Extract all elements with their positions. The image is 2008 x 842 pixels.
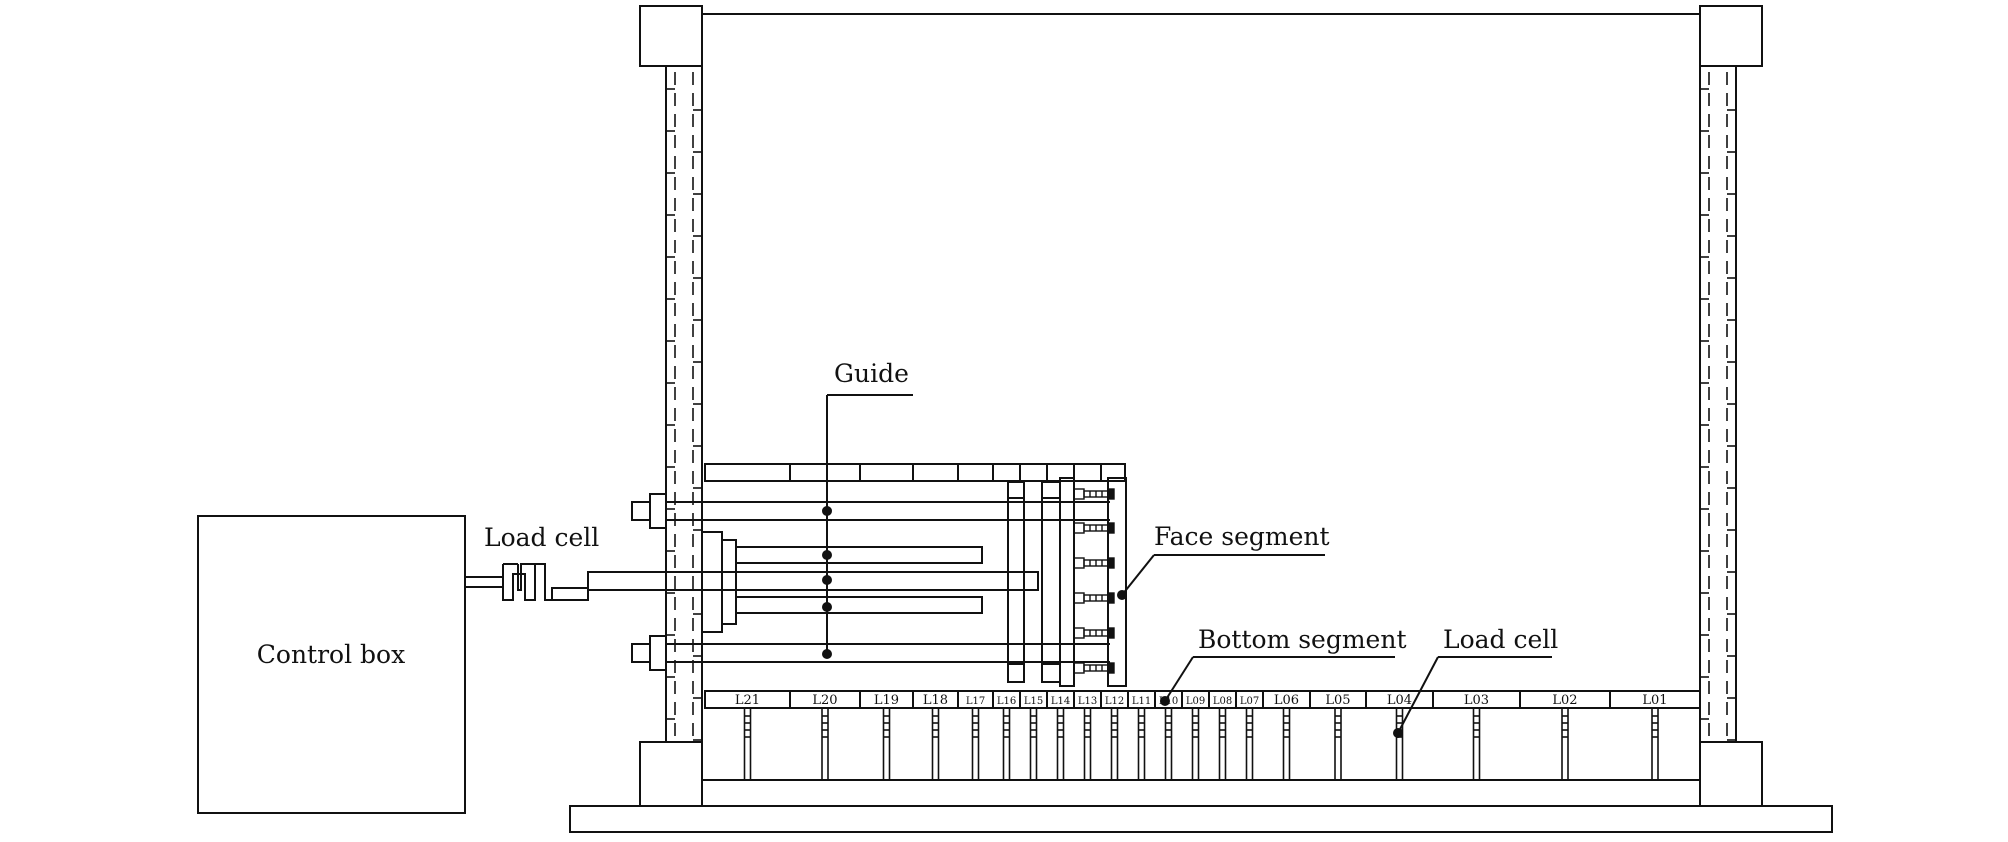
- push-plate-hub: [721, 539, 737, 625]
- guide-frame-1: [1007, 481, 1025, 683]
- right-foot-block: [1699, 741, 1763, 807]
- face-bracket: [1059, 477, 1075, 687]
- bottom-cell-label: L06: [1274, 693, 1299, 708]
- upper-short-rod: [735, 546, 983, 564]
- load-cell-left-label: Load cell: [484, 523, 599, 552]
- upper-rod-assembly: [631, 493, 1110, 529]
- bottom-segment-leader: [1164, 656, 1194, 702]
- bottom-cell-dividers: [789, 691, 1611, 708]
- bottom-cell-label: L04: [1387, 693, 1412, 708]
- guide-frame-steps: [1008, 497, 1060, 665]
- lower-rod-assembly: [631, 635, 1110, 671]
- bottom-cell-label: L20: [812, 693, 837, 708]
- bottom-cell-label: L02: [1552, 693, 1577, 708]
- lower-short-rod: [735, 596, 983, 614]
- bottom-cell-label: L21: [735, 693, 760, 708]
- bottom-cell-label: L11: [1132, 696, 1151, 707]
- load-cell-right-leader: [1397, 656, 1439, 734]
- bottom-cell-label: L14: [1051, 696, 1070, 707]
- bottom-cell-label: L09: [1186, 696, 1205, 707]
- guide-frame-2: [1041, 481, 1061, 683]
- push-plate: [701, 531, 723, 633]
- control-box-label: Control box: [257, 640, 405, 669]
- bottom-cell-label: L18: [923, 693, 948, 708]
- bottom-cell-label: L17: [966, 696, 985, 707]
- left-cap-block: [639, 5, 703, 67]
- bottom-cell-label: L08: [1213, 696, 1232, 707]
- bottom-cell-label: L15: [1024, 696, 1043, 707]
- load-cell-right-label: Load cell: [1443, 625, 1558, 654]
- control-box: [197, 515, 466, 814]
- bottom-cell-labels: L21 L20 L19 L18 L17 L16 L15 L14 L13 L12 L11 L10 L09 L…: [735, 693, 1668, 708]
- face-segment-label: Face segment: [1154, 522, 1330, 551]
- right-cap-block: [1699, 5, 1763, 67]
- bottom-cell-label: L16: [997, 696, 1016, 707]
- top-plate: [704, 463, 1126, 482]
- right-column-dashes: [1700, 72, 1736, 741]
- base-plate: [569, 805, 1833, 833]
- bottom-cell-label: L01: [1642, 693, 1667, 708]
- top-plate-dividers: [789, 464, 1102, 481]
- face-segment-column: [1107, 477, 1127, 687]
- actuator-link: [551, 587, 589, 601]
- left-column-dashes: [666, 72, 702, 741]
- face-segment-leader: [1121, 554, 1155, 596]
- bottom-cell-label: L05: [1325, 693, 1350, 708]
- bottom-cell-label: L07: [1240, 696, 1259, 707]
- load-cell-left-spring: [502, 563, 552, 601]
- bottom-cell-label: L19: [874, 693, 899, 708]
- bottom-segment-strip: [704, 690, 1701, 709]
- bottom-cell-label: L03: [1464, 693, 1489, 708]
- guide-label: Guide: [834, 359, 909, 388]
- left-foot-block: [639, 741, 703, 807]
- face-connectors: [1073, 488, 1115, 674]
- bottom-cell-label: L12: [1105, 696, 1124, 707]
- main-push-rod: [587, 571, 1039, 591]
- bottom-cell-label: L13: [1078, 696, 1097, 707]
- bottom-segment-label: Bottom segment: [1198, 625, 1407, 654]
- connection-dots: [822, 506, 1403, 738]
- bottom-cell-supports: [743, 708, 1659, 780]
- bottom-cell-label: L10: [1159, 696, 1178, 707]
